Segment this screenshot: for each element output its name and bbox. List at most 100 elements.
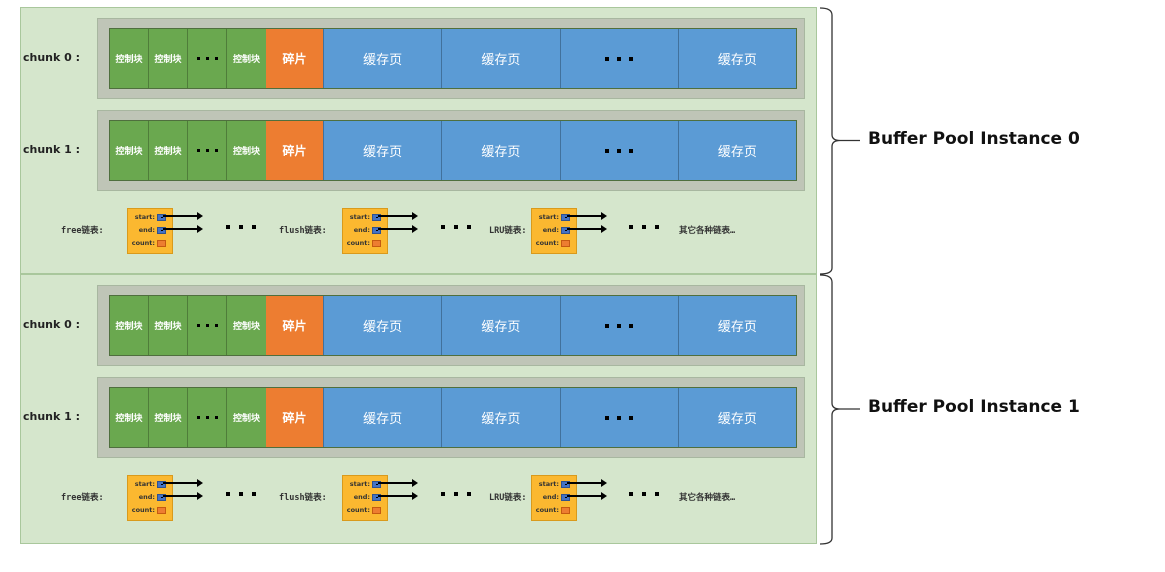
arrow-icon <box>567 212 607 220</box>
control-block: 控制块 <box>110 121 149 180</box>
arrow-icon <box>378 212 418 220</box>
dot <box>467 492 471 496</box>
list-field-start: start: <box>135 213 166 221</box>
dot <box>454 492 458 496</box>
arrow-icon <box>163 492 203 500</box>
list-base-node: start: end: count: <box>127 208 173 254</box>
dot <box>214 416 218 419</box>
dot <box>239 225 243 229</box>
control-block-ellipsis <box>188 121 227 180</box>
field-label: start: <box>349 213 370 221</box>
list-field-count: count: <box>347 239 381 247</box>
list-label: free链表: <box>61 226 104 236</box>
list-field-count: count: <box>536 506 570 514</box>
list-field-end: end: <box>543 226 570 234</box>
chunk-1: 控制块控制块控制块碎片缓存页缓存页缓存页 <box>97 110 805 191</box>
other-lists-label: 其它各种链表… <box>679 226 736 236</box>
field-label: count: <box>535 239 559 247</box>
dot <box>629 415 634 420</box>
cache-page: 缓存页 <box>441 388 560 447</box>
dot <box>196 57 200 60</box>
dot <box>629 323 634 328</box>
cache-page: 缓存页 <box>441 296 560 355</box>
pointer-icon <box>561 226 570 234</box>
cache-page: 缓存页 <box>677 296 796 355</box>
instance-label: Buffer Pool Instance 0 <box>868 128 1080 149</box>
pointer-icon <box>372 226 381 234</box>
list-row: free链表:start:end:count:flush链表:start:end… <box>21 208 816 256</box>
cache-page: 缓存页 <box>677 121 796 180</box>
cache-page: 缓存页 <box>323 121 442 180</box>
buffer-pool-instance-0: chunk 0 : 控制块控制块控制块碎片缓存页缓存页缓存页 chunk 1 : 控制… <box>20 7 817 274</box>
dot <box>214 149 218 152</box>
list-field-end: end: <box>354 493 381 501</box>
field-label: start: <box>349 480 370 488</box>
dot <box>205 149 209 152</box>
field-label: count: <box>535 506 559 514</box>
dot <box>629 56 634 61</box>
dot <box>226 492 230 496</box>
chunk-0: 控制块控制块控制块碎片缓存页缓存页缓存页 <box>97 285 805 366</box>
chunk-0: 控制块控制块控制块碎片缓存页缓存页缓存页 <box>97 18 805 99</box>
control-block: 控制块 <box>110 388 149 447</box>
dot <box>642 225 646 229</box>
field-label: start: <box>134 213 155 221</box>
list-ellipsis <box>226 225 256 229</box>
arrow-icon <box>567 225 607 233</box>
curly-brace-icon <box>819 7 860 275</box>
control-block: 控制块 <box>149 388 188 447</box>
list-field-start: start: <box>539 480 570 488</box>
chunk-blocks: 控制块控制块控制块碎片缓存页缓存页缓存页 <box>109 28 797 89</box>
dot <box>239 492 243 496</box>
cache-page: 缓存页 <box>323 296 442 355</box>
list-field-count: count: <box>132 239 166 247</box>
dot <box>205 416 209 419</box>
list-base-node: start: end: count: <box>531 475 577 521</box>
control-block: 控制块 <box>227 296 266 355</box>
chunk-blocks: 控制块控制块控制块碎片缓存页缓存页缓存页 <box>109 120 797 181</box>
cache-page: 缓存页 <box>323 388 442 447</box>
chunk-label: chunk 1 : <box>23 410 81 423</box>
dot <box>467 225 471 229</box>
list-field-start: start: <box>350 213 381 221</box>
field-label: end: <box>353 226 370 234</box>
cache-page-ellipsis <box>559 121 678 180</box>
cache-page-ellipsis <box>559 29 678 88</box>
list-ellipsis <box>441 225 471 229</box>
list-field-count: count: <box>347 506 381 514</box>
list-field-start: start: <box>539 213 570 221</box>
field-label: end: <box>138 493 155 501</box>
dot <box>617 415 622 420</box>
fragment-block: 碎片 <box>266 388 323 447</box>
field-label: count: <box>131 506 155 514</box>
dot <box>196 149 200 152</box>
chunk-1: 控制块控制块控制块碎片缓存页缓存页缓存页 <box>97 377 805 458</box>
arrow-icon <box>378 492 418 500</box>
chunk-label: chunk 0 : <box>23 51 81 64</box>
count-value <box>157 239 166 247</box>
dot <box>214 324 218 327</box>
dot <box>617 323 622 328</box>
control-block-ellipsis <box>188 296 227 355</box>
pointer-icon <box>157 226 166 234</box>
dot <box>617 148 622 153</box>
field-label: end: <box>138 226 155 234</box>
list-field-end: end: <box>354 226 381 234</box>
list-ellipsis <box>226 492 256 496</box>
dot <box>454 225 458 229</box>
cache-page-ellipsis <box>559 388 678 447</box>
cache-page: 缓存页 <box>677 29 796 88</box>
field-label: start: <box>538 480 559 488</box>
chunk-label: chunk 1 : <box>23 143 81 156</box>
pointer-icon <box>372 213 381 221</box>
field-label: start: <box>134 480 155 488</box>
field-label: count: <box>131 239 155 247</box>
curly-brace-icon <box>819 274 860 545</box>
count-value <box>561 506 570 514</box>
list-field-end: end: <box>139 226 166 234</box>
cache-page: 缓存页 <box>441 121 560 180</box>
dot <box>605 415 610 420</box>
list-ellipsis <box>629 225 659 229</box>
list-field-end: end: <box>543 493 570 501</box>
